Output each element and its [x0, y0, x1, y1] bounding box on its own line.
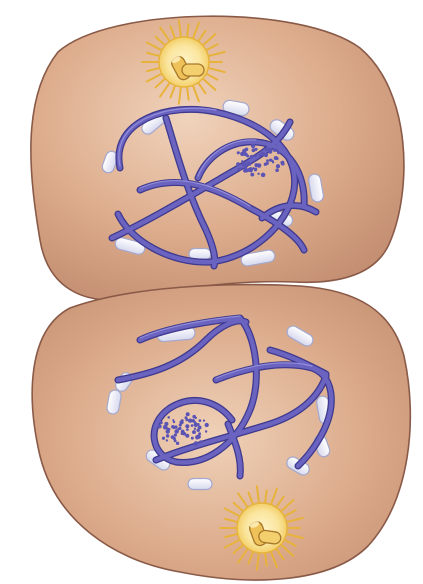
lower-daughter-cell [32, 285, 410, 580]
upper-daughter-cell [31, 16, 404, 300]
